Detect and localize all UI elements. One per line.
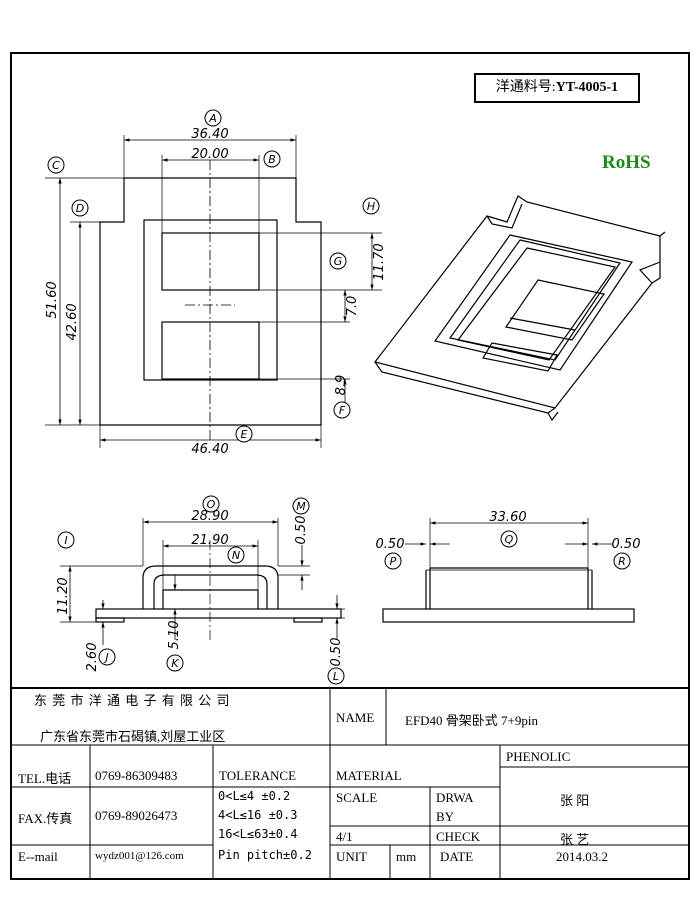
- top-view: [45, 135, 382, 448]
- material-label: MATERIAL: [336, 768, 402, 783]
- dim-21-90: 21.90: [191, 533, 228, 548]
- email-label: E--mail: [18, 849, 58, 864]
- rohs-mark: RoHS: [602, 152, 651, 173]
- dim-33-60: 33.60: [489, 510, 526, 525]
- callout-j-circle: [98, 648, 116, 666]
- tolerance-label: TOLERANCE: [219, 768, 297, 783]
- name-value: EFD40 骨架卧式 7+9pin: [405, 713, 539, 728]
- callout-m: M: [296, 500, 306, 513]
- callout-a: A: [208, 112, 217, 125]
- check-value: 张 艺: [560, 832, 590, 847]
- scale-label: SCALE: [336, 790, 378, 805]
- dim-46-40: 46.40: [191, 442, 228, 457]
- callout-k: K: [171, 657, 179, 670]
- part-number-value: YT-4005-1: [555, 80, 619, 95]
- dim-20-00: 20.00: [191, 147, 228, 162]
- part-number-box: 洋通料号:YT-4005-1: [474, 73, 640, 103]
- dim-2-60: 2.60: [85, 643, 100, 672]
- isometric-view: [373, 195, 666, 422]
- callout-n: N: [232, 549, 240, 562]
- drawing-frame: [10, 52, 690, 880]
- callout-i-circle: [57, 531, 75, 549]
- callout-m-circle: [292, 497, 310, 515]
- dim-0-50-p: 0.50: [376, 537, 405, 552]
- dim-0-50-l: 0.50: [329, 638, 344, 667]
- callout-o-circle: [202, 495, 220, 513]
- dim-11-70: 11.70: [372, 243, 387, 280]
- callout-f: F: [339, 404, 346, 417]
- tolerance-row-4: Pin pitch±0.2: [218, 848, 312, 862]
- callout-e: E: [241, 428, 248, 441]
- tel-label: TEL.电话: [18, 771, 72, 786]
- tolerance-row-1: 0<L≤4 ±0.2: [218, 789, 291, 803]
- dim-28-90: 28.90: [191, 509, 228, 524]
- callout-r-circle: [613, 552, 631, 570]
- callout-h-circle: [362, 197, 380, 215]
- dim-42-60: 42.60: [65, 303, 80, 340]
- callout-g: G: [334, 255, 343, 268]
- callout-d: D: [76, 202, 84, 215]
- dim-0-50-m: 0.50: [294, 516, 309, 545]
- callout-p-circle: [384, 552, 402, 570]
- part-number-label: 洋通料号:: [495, 80, 556, 95]
- callout-l-circle: [327, 667, 345, 685]
- callout-f-circle: [333, 401, 351, 419]
- fax-value: 0769-89026473: [95, 808, 178, 823]
- drawn-value: 张 阳: [560, 793, 590, 808]
- callout-i: I: [64, 534, 67, 547]
- callout-d-circle: [71, 199, 89, 217]
- callout-q: Q: [505, 533, 514, 546]
- callout-b: B: [268, 153, 276, 166]
- front-view: [60, 518, 345, 645]
- callout-r: R: [618, 555, 626, 568]
- callout-q-circle: [500, 530, 518, 548]
- side-view: [382, 518, 635, 623]
- dim-51-60: 51.60: [45, 281, 60, 318]
- callout-c-circle: [47, 156, 65, 174]
- callout-j: J: [103, 651, 108, 664]
- callout-g-circle: [329, 252, 347, 270]
- fax-label: FAX.传真: [18, 811, 73, 826]
- dim-8-9: 8.9: [334, 375, 349, 396]
- scale-value: 4/1: [336, 829, 353, 844]
- title-block-grid: [10, 687, 690, 880]
- check-label: CHECK: [436, 829, 481, 844]
- callout-o: O: [207, 498, 216, 511]
- tolerance-row-2: 4<L≤16 ±0.3: [218, 808, 298, 822]
- callout-b-circle: [263, 150, 281, 168]
- callout-e-circle: [235, 425, 253, 443]
- dim-0-50-r: 0.50: [612, 537, 641, 552]
- callout-c: C: [52, 159, 60, 172]
- callout-a-circle: [204, 109, 222, 127]
- date-value: 2014.03.2: [556, 849, 608, 864]
- email-value: wydz001@126.com: [95, 850, 184, 862]
- callout-n-circle: [227, 546, 245, 564]
- unit-label: UNIT: [336, 849, 368, 864]
- material-value: PHENOLIC: [506, 749, 571, 764]
- dim-7-0: 7.0: [345, 296, 360, 317]
- unit-value: mm: [396, 849, 417, 864]
- dim-5-10: 5.10: [167, 621, 182, 650]
- callout-l: L: [333, 670, 339, 683]
- dim-36-40: 36.40: [191, 127, 228, 142]
- callout-p: P: [390, 555, 397, 568]
- callout-k-circle: [166, 654, 184, 672]
- dim-11-20: 11.20: [56, 577, 71, 614]
- name-label: NAME: [336, 710, 375, 725]
- tel-value: 0769-86309483: [95, 768, 178, 783]
- date-label: DATE: [440, 849, 474, 864]
- company-name: 东 莞 市 洋 通 电 子 有 限 公 司: [34, 693, 231, 708]
- company-address: 广东省东莞市石碣镇,刘屋工业区: [40, 729, 226, 744]
- callout-h: H: [367, 200, 375, 213]
- drawn-label-2: BY: [436, 809, 455, 824]
- drawn-label-1: DRWA: [436, 790, 474, 805]
- tolerance-row-3: 16<L≤63±0.4: [218, 827, 298, 841]
